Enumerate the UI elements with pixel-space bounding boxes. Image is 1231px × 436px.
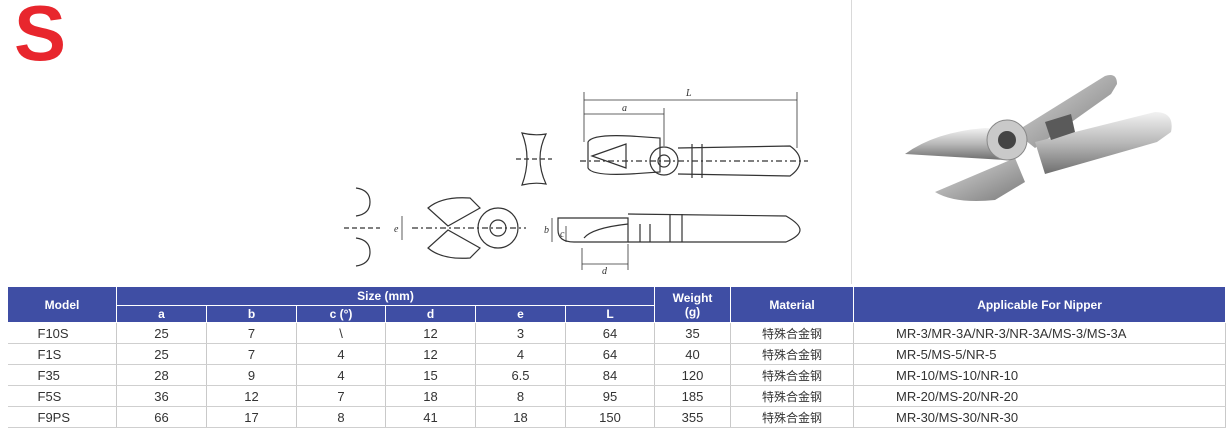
cell-c: \ [296, 322, 386, 344]
technical-drawing: L a b c d e [344, 88, 808, 277]
cell-c: 4 [296, 343, 386, 365]
cell-model: F5S [7, 385, 117, 407]
cell-weight: 185 [654, 385, 732, 407]
cell-e: 8 [475, 385, 566, 407]
header-size-e: e [475, 305, 566, 323]
cell-material: 特殊合金钢 [730, 364, 855, 386]
cell-model: F10S [7, 322, 117, 344]
cell-weight: 40 [654, 343, 732, 365]
cell-L: 64 [565, 343, 656, 365]
cell-c: 8 [296, 406, 386, 428]
header-model: Model [7, 286, 117, 323]
cell-b: 17 [206, 406, 297, 428]
cell-a: 25 [116, 343, 207, 365]
vertical-divider [851, 0, 852, 284]
cell-weight: 120 [654, 364, 732, 386]
table-row: F35 28 9 4 15 6.5 84 120 特殊合金钢 MR-10/MS-… [7, 364, 1227, 386]
cell-e: 3 [475, 322, 566, 344]
cell-nipper: MR-10/MS-10/NR-10 [853, 364, 1227, 386]
cell-e: 6.5 [475, 364, 566, 386]
header-size-a: a [116, 305, 207, 323]
cell-nipper: MR-5/MS-5/NR-5 [853, 343, 1227, 365]
header-size-c: c (°) [296, 305, 386, 323]
header-material: Material [730, 286, 855, 323]
cell-d: 18 [385, 385, 476, 407]
product-photo [905, 75, 1172, 201]
dim-label-a: a [622, 103, 627, 114]
cell-material: 特殊合金钢 [730, 343, 855, 365]
cell-d: 12 [385, 343, 476, 365]
cell-L: 64 [565, 322, 656, 344]
cell-d: 12 [385, 322, 476, 344]
dim-label-c: c [560, 229, 565, 240]
header-size: Size (mm) [115, 286, 656, 306]
series-logo: S [14, 0, 67, 77]
cell-L: 150 [565, 406, 656, 428]
header-weight-line2: (g) [684, 304, 701, 319]
cell-e: 18 [475, 406, 566, 428]
cell-c: 7 [296, 385, 386, 407]
header-size-L: L [564, 305, 656, 323]
cell-material: 特殊合金钢 [730, 385, 855, 407]
cell-material: 特殊合金钢 [730, 406, 855, 428]
cell-L: 84 [565, 364, 656, 386]
cell-b: 12 [206, 385, 297, 407]
table-row: F10S 25 7 \ 12 3 64 35 特殊合金钢 MR-3/MR-3A/… [7, 322, 1227, 344]
cell-a: 66 [116, 406, 207, 428]
cell-b: 9 [206, 364, 297, 386]
cell-model: F1S [7, 343, 117, 365]
table-row: F9PS 66 17 8 41 18 150 355 特殊合金钢 MR-30/M… [7, 406, 1227, 428]
cell-nipper: MR-30/MS-30/NR-30 [853, 406, 1227, 428]
cell-a: 25 [116, 322, 207, 344]
dim-label-L: L [685, 88, 692, 99]
spec-table: Model Size (mm) Weight (g) Material Appl… [7, 286, 1227, 428]
cell-c: 4 [296, 364, 386, 386]
cell-model: F35 [7, 364, 117, 386]
cell-b: 7 [206, 322, 297, 344]
header-size-b: b [206, 305, 297, 323]
table-row: F5S 36 12 7 18 8 95 185 特殊合金钢 MR-20/MS-2… [7, 385, 1227, 407]
cell-L: 95 [565, 385, 656, 407]
header-weight: Weight (g) [654, 286, 732, 323]
header-size-d: d [385, 305, 476, 323]
cell-e: 4 [475, 343, 566, 365]
cell-a: 36 [116, 385, 207, 407]
cell-a: 28 [116, 364, 207, 386]
cell-d: 41 [385, 406, 476, 428]
cell-material: 特殊合金钢 [730, 322, 855, 344]
cell-d: 15 [385, 364, 476, 386]
header-nipper: Applicable For Nipper [853, 286, 1227, 323]
cell-nipper: MR-3/MR-3A/NR-3/NR-3A/MS-3/MS-3A [853, 322, 1227, 344]
cell-model: F9PS [7, 406, 117, 428]
table-row: F1S 25 7 4 12 4 64 40 特殊合金钢 MR-5/MS-5/NR… [7, 343, 1227, 365]
dim-label-d: d [602, 266, 608, 277]
cell-weight: 355 [654, 406, 732, 428]
cell-b: 7 [206, 343, 297, 365]
cell-weight: 35 [654, 322, 732, 344]
header-weight-line1: Weight [672, 290, 713, 305]
dim-label-b: b [544, 225, 549, 236]
cell-nipper: MR-20/MS-20/NR-20 [853, 385, 1227, 407]
dim-label-e: e [394, 224, 399, 235]
